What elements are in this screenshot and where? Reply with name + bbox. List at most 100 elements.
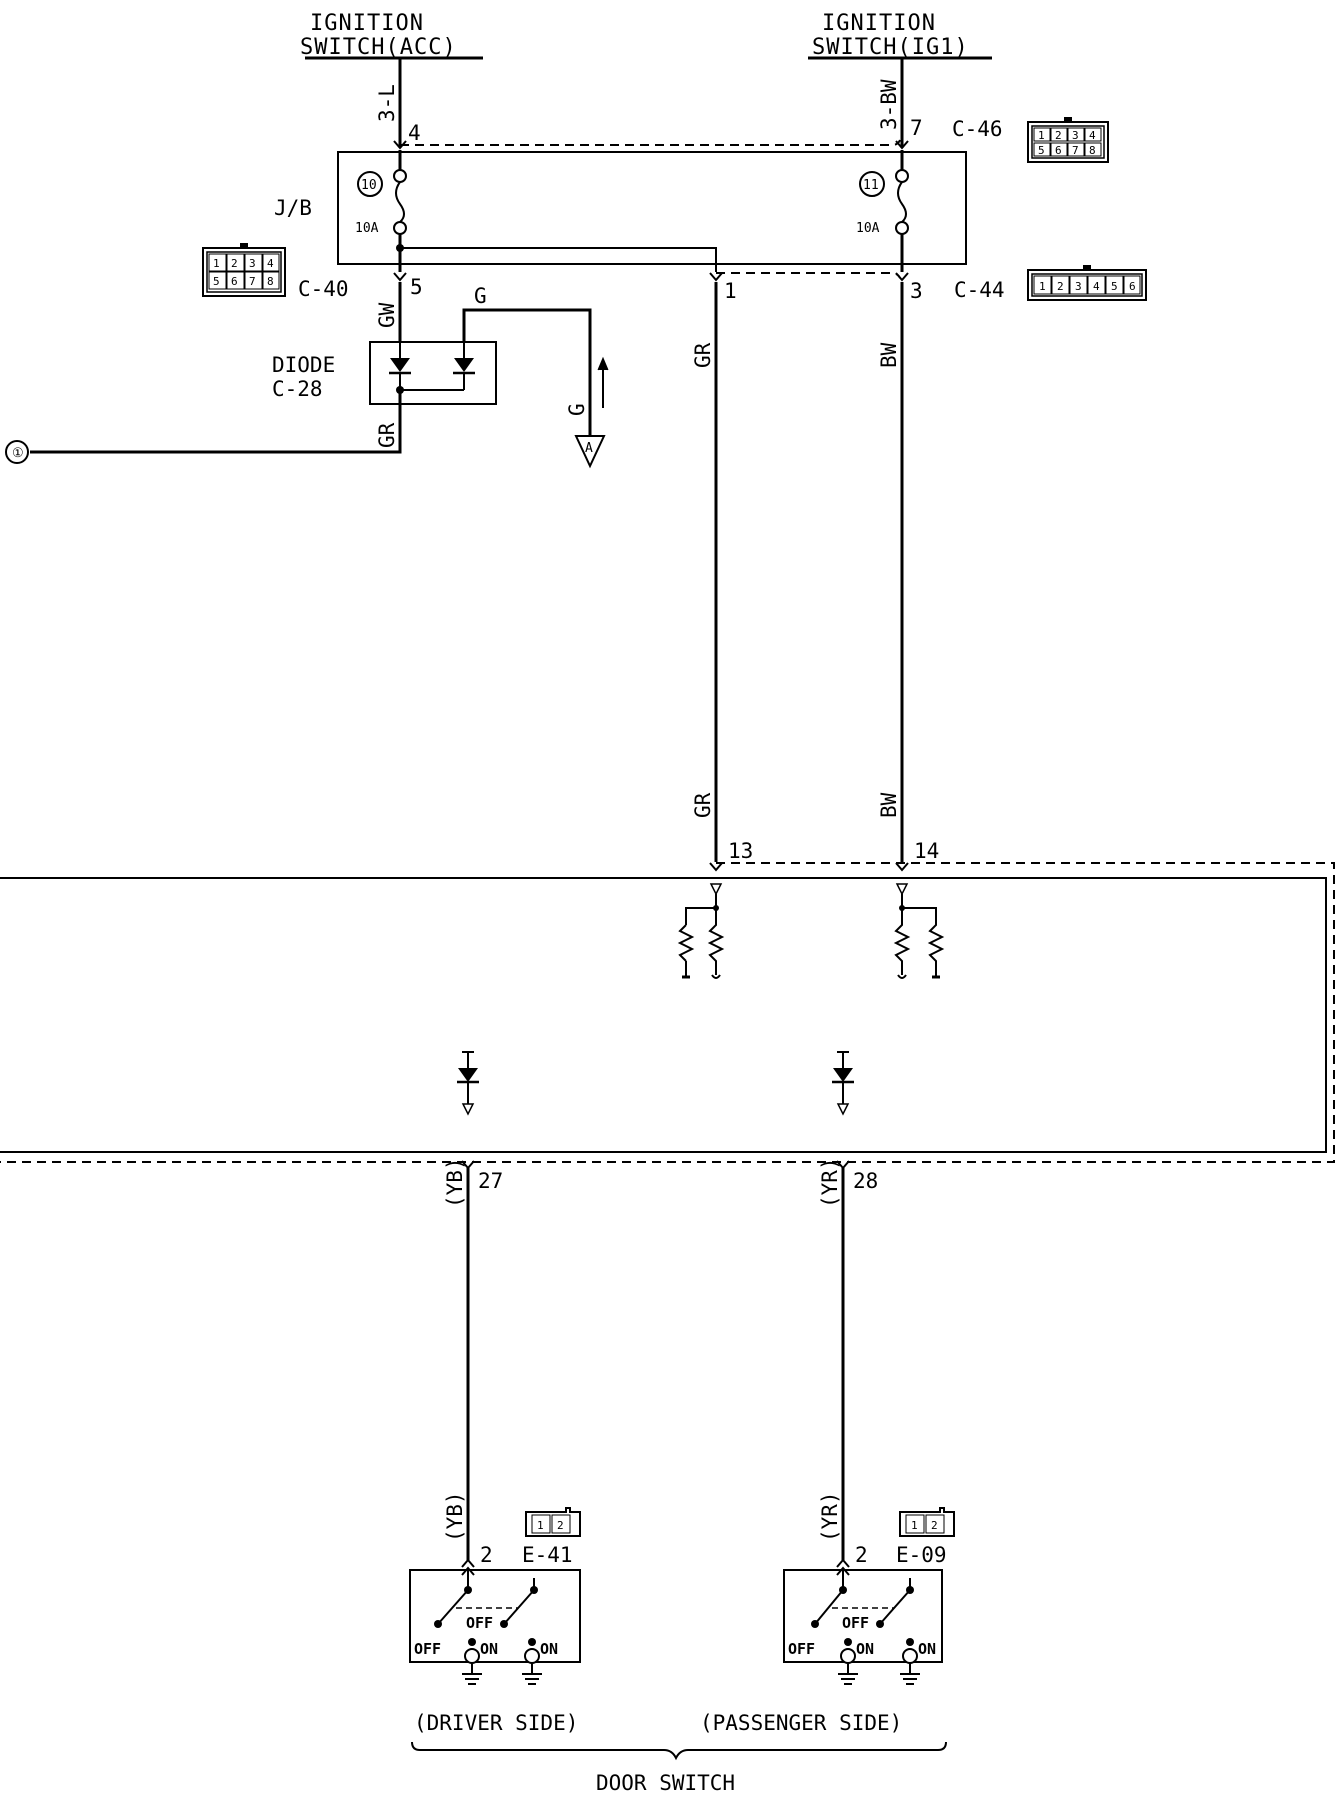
wire-label-yr-bot: (YR) [818,1491,842,1542]
pin-label-3: 3 [910,279,923,303]
fuse-11-amp: 10A [856,221,880,236]
connector-e09: 1 2 E-09 [896,1507,955,1567]
wire-label-3bw: 3-BW [877,79,901,130]
svg-text:2: 2 [231,257,238,270]
svg-text:6: 6 [1129,280,1136,293]
pin-label-27: 27 [478,1169,503,1193]
svg-text:2: 2 [557,1519,564,1532]
svg-text:6: 6 [231,275,238,288]
switch-on-label-4: ON [918,1640,936,1658]
connector-e09-id: E-09 [896,1543,947,1567]
pin-label-1: 1 [724,279,737,303]
svg-text:3: 3 [1075,280,1082,293]
svg-text:1: 1 [213,257,220,270]
gr-wire-left: GR ① [5,390,402,464]
svg-text:5: 5 [1111,280,1118,293]
pin-label-2-pass: 2 [855,1543,868,1567]
svg-text:4: 4 [1093,280,1100,293]
switch-off-label-1: OFF [466,1614,493,1632]
wire-label-gw: GW [375,302,399,328]
gr-wire: GR GR [691,282,718,862]
diode-id: C-28 [272,377,323,401]
wire-label-gr-top: GR [691,342,715,368]
svg-text:2: 2 [931,1519,938,1532]
junction-block: J/B 10 10A 11 10A [274,150,967,272]
wire-label-gr-bot: GR [691,792,715,818]
output-circuit-27 [457,1051,479,1116]
passenger-side-label: (PASSENGER SIDE) [700,1711,902,1735]
switch-off-label-4: OFF [788,1640,815,1658]
pin-label-14: 14 [914,839,939,863]
svg-text:4: 4 [267,257,274,270]
fuse-11-num: 11 [863,178,879,193]
wire-label-bw-bot: BW [877,792,901,818]
svg-text:2: 2 [1055,129,1062,142]
svg-text:8: 8 [1089,144,1096,157]
pin-label-7: 7 [910,116,923,140]
svg-text:3: 3 [1072,129,1079,142]
input-circuit-14 [893,883,945,979]
pin-label-13: 13 [728,839,753,863]
ign-ig1-line2: SWITCH(IG1) [812,35,969,60]
switch-off-label-2: OFF [414,1640,441,1658]
switch-on-label-3: ON [856,1640,874,1658]
svg-text:7: 7 [1072,144,1079,157]
connector-c40-id: C-40 [298,277,349,301]
acc-feed-wire: 3-L 4 [375,58,421,149]
output-circuit-28 [832,1051,854,1116]
svg-text:1: 1 [911,1519,918,1532]
bw-wire: BW BW [877,282,904,862]
door-switch-title: DOOR SWITCH [596,1771,735,1795]
pin-label-2-driver: 2 [480,1543,493,1567]
ground-ref-label: A [585,441,593,456]
ign-ig1-line1: IGNITION [822,11,936,36]
wire-label-3l: 3-L [375,84,399,122]
switch-on-label-2: ON [540,1640,558,1658]
svg-text:5: 5 [213,275,220,288]
svg-text:1: 1 [1038,129,1045,142]
g-wire: G G [462,284,609,436]
ignition-switch-acc: IGNITION SWITCH(ACC) [300,11,483,60]
door-switch-passenger: OFF OFF ON ON [783,1569,943,1685]
ign-acc-line1: IGNITION [310,11,424,36]
ign-acc-line2: SWITCH(ACC) [300,35,457,60]
control-unit-box: 13 14 [0,839,1335,1193]
ignition-switch-ig1: IGNITION SWITCH(IG1) [808,11,992,60]
fuse-10-num: 10 [361,178,377,193]
wire-label-yb-bot: (YB) [443,1491,467,1542]
wire-label-bw-top: BW [877,342,901,368]
svg-text:5: 5 [1038,144,1045,157]
connector-e41: 1 2 E-41 [522,1507,581,1567]
svg-text:3: 3 [249,257,256,270]
wire-label-gr-left: GR [375,422,399,448]
input-circuit-13 [677,883,725,979]
connector-c46-id: C-46 [952,117,1003,141]
pin-label-4: 4 [408,121,421,145]
wire-label-yb-top: (YB) [443,1157,467,1208]
door-switch-brace [411,1741,947,1761]
jb-label: J/B [274,196,312,220]
wire-label-g2: G [565,403,589,416]
wire-label-g: G [474,284,487,308]
yb-wire: (YB) (YB) [443,1157,470,1560]
switch-off-label-3: OFF [842,1614,869,1632]
svg-text:1: 1 [537,1519,544,1532]
svg-text:4: 4 [1089,129,1096,142]
pin-label-5: 5 [410,275,423,299]
pin-label-28: 28 [853,1169,878,1193]
diode-c28: DIODE C-28 [272,341,497,405]
ig1-feed-wire: 3-BW 7 [877,58,923,149]
driver-side-label: (DRIVER SIDE) [414,1711,578,1735]
connector-c44-id: C-44 [954,278,1005,302]
switch-on-label-1: ON [480,1640,498,1658]
svg-text:6: 6 [1055,144,1062,157]
svg-text:7: 7 [249,275,256,288]
fuse-11: 11 10A [856,150,909,272]
diode-label: DIODE [272,353,335,377]
gw-wire: GW [375,282,402,342]
fuse-10-amp: 10A [355,221,379,236]
